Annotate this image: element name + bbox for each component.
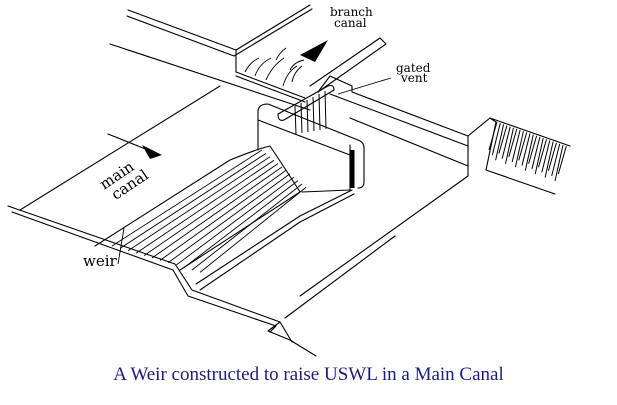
hatch-line <box>551 143 561 176</box>
hatch-line <box>501 126 511 159</box>
branch-canal-label: branch <box>330 5 373 19</box>
vent-bar <box>312 96 315 132</box>
caption: A Weir constructed to raise USWL in a Ma… <box>113 364 504 385</box>
branch-canal-label-2: canal <box>334 16 367 30</box>
weir-step-line <box>135 159 275 254</box>
hatch-line <box>518 132 528 161</box>
hatch-line <box>538 139 547 168</box>
hatch-line <box>521 133 531 166</box>
weir-step-line <box>191 183 303 271</box>
weir-step-line <box>199 187 307 273</box>
gated-vent-label-2: vent <box>400 71 428 85</box>
vent-bar <box>306 99 309 133</box>
weir-wall <box>257 103 365 223</box>
weir-step-line <box>143 163 279 256</box>
embankment-hatch <box>488 121 567 182</box>
hatch-line <box>524 134 534 171</box>
hatch-line <box>534 137 544 175</box>
branch-canal <box>126 4 328 103</box>
vent-bar <box>318 93 321 131</box>
hatch-line <box>528 135 538 164</box>
hatch-line <box>531 136 541 170</box>
vent-bar <box>324 90 327 130</box>
hatch-line <box>557 146 567 175</box>
weir-step-line <box>183 180 299 268</box>
weir-leader-line <box>117 227 125 265</box>
hatch-line <box>491 123 501 156</box>
canal-bed-profile <box>7 205 396 357</box>
weir-step-line <box>119 153 267 249</box>
hatch-line <box>514 131 524 168</box>
hatch-line <box>495 124 505 161</box>
hatch-line <box>488 121 498 151</box>
hatch-line <box>547 142 557 171</box>
weir-body <box>94 145 351 291</box>
flow-arrow-branch-icon <box>300 40 328 62</box>
flow-arrow-main-icon <box>142 145 162 159</box>
main-canal-flow <box>107 133 162 159</box>
weir-step-line <box>151 166 283 259</box>
weir-step-line <box>175 176 295 266</box>
gated-vent-leader-line <box>337 77 392 95</box>
hatch-line <box>544 141 554 178</box>
weir-step-line <box>127 156 271 252</box>
weir-step-line <box>159 170 287 261</box>
weir-step-line <box>167 173 291 264</box>
hatch-line <box>498 125 508 154</box>
vent-bar <box>300 102 303 134</box>
hatch-line <box>508 128 518 158</box>
hatch-line <box>554 144 564 182</box>
hatch-line <box>511 129 521 163</box>
weir-label: weir <box>83 252 118 270</box>
weir-step-line <box>111 149 263 247</box>
vent-bar <box>294 105 297 135</box>
hatch-line <box>505 127 514 164</box>
hatch-line <box>541 140 551 173</box>
gated-vent-label: gated <box>396 61 431 75</box>
gated-vent <box>277 84 355 188</box>
